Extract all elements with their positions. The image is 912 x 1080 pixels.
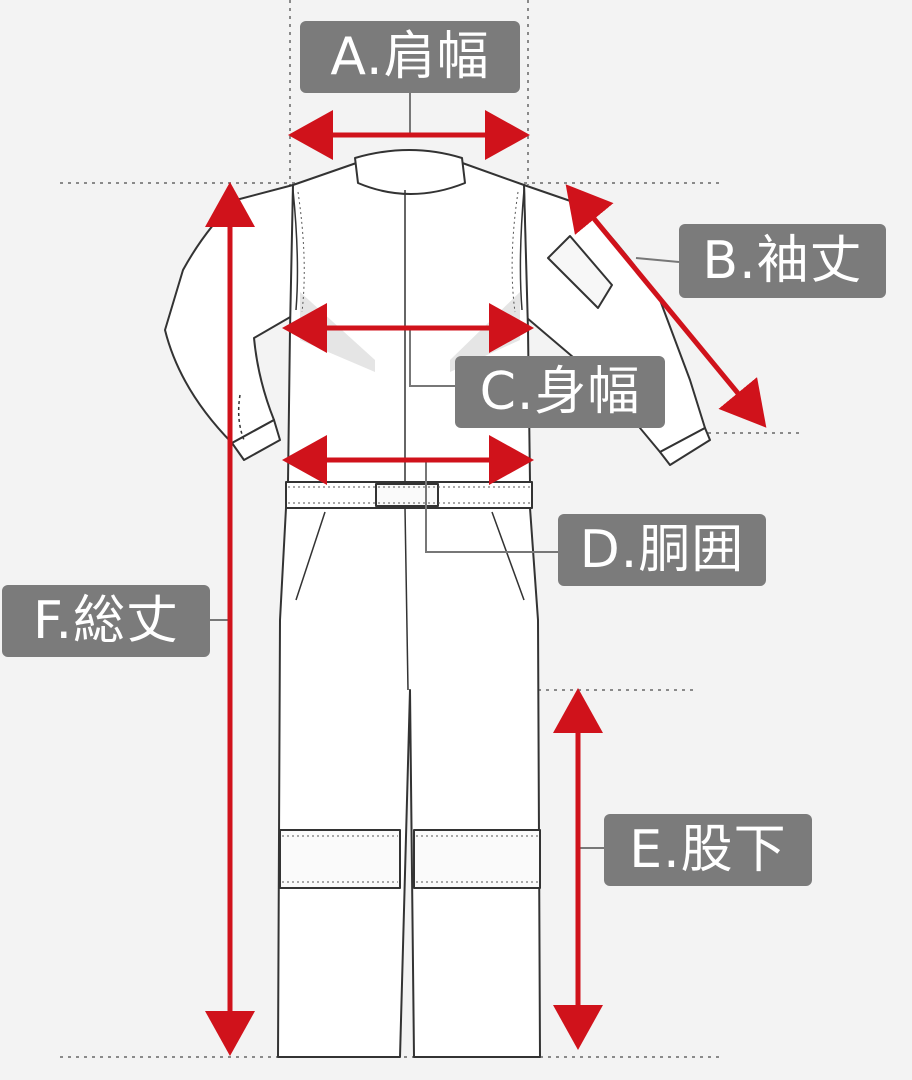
label-total-length: F.総丈 [2,585,210,657]
label-shoulder-width: A.肩幅 [300,21,520,93]
measurement-arrows [205,110,767,1056]
label-chest-width: C.身幅 [455,356,665,428]
label-inseam: E.股下 [604,814,812,886]
label-waist-girth: D.胴囲 [558,514,766,586]
arrow-b [565,184,767,428]
coverall-icon [164,149,711,1058]
stitch-lines [282,191,538,883]
label-sleeve-length: B.袖丈 [679,224,886,298]
